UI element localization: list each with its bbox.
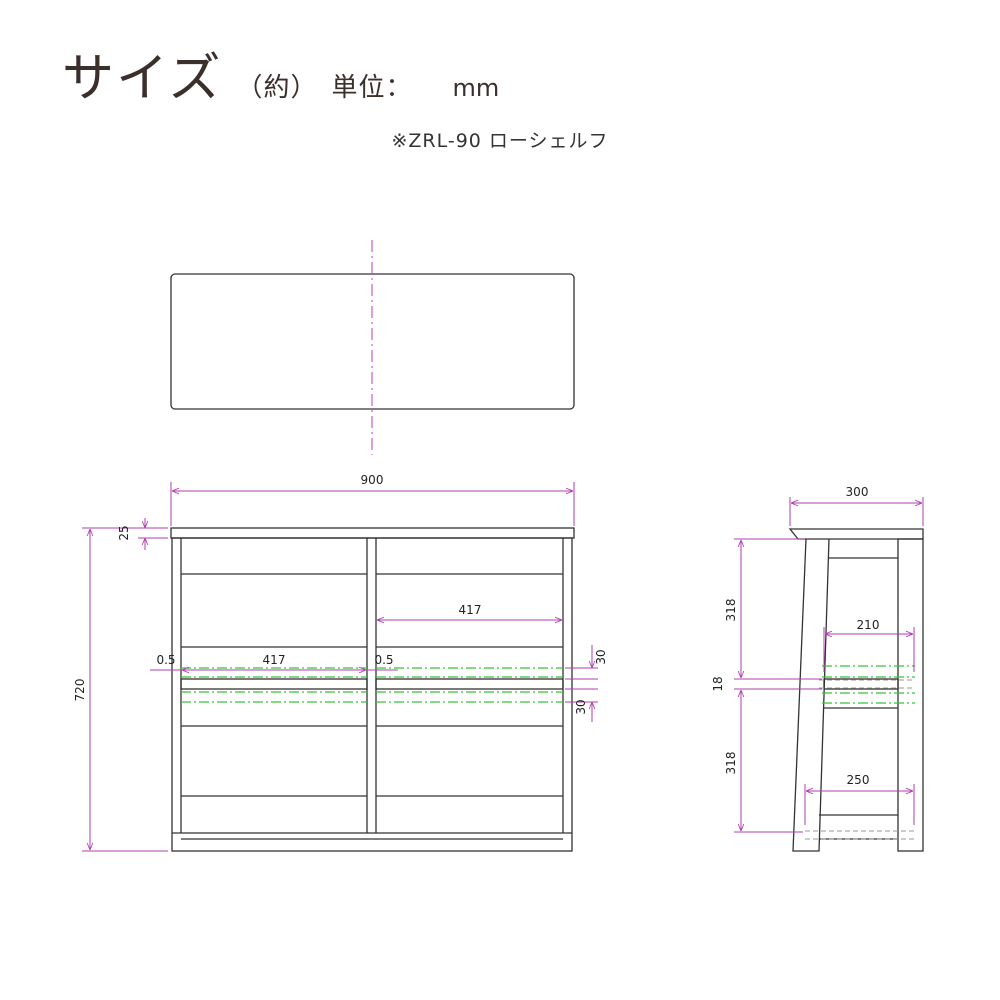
label-gap-right: 0.5 [374, 653, 393, 667]
front-body [171, 537, 573, 852]
front-view [170, 527, 575, 852]
side-shelf-upper [823, 678, 899, 690]
page-title: サイズ （約） 単位： mm [62, 36, 499, 111]
side-back-panel [897, 538, 924, 852]
model-name: ※ZRL-90 ローシェルフ [391, 130, 609, 152]
side-front-leg [792, 538, 830, 852]
label-inner-width-left: 417 [263, 653, 286, 667]
title-unit: mm [452, 74, 500, 102]
side-adjust-lines [822, 665, 915, 704]
label-upper-shelf-depth: 210 [857, 618, 880, 632]
label-top-thickness: 25 [117, 525, 131, 540]
label-gap-left: 0.5 [156, 653, 175, 667]
label-lower-shelf-depth: 250 [847, 773, 870, 787]
title-size: サイズ [62, 49, 223, 109]
label-height: 720 [73, 679, 87, 702]
front-shelf-left [180, 678, 368, 690]
label-width: 900 [361, 473, 384, 487]
label-shelf-thickness: 18 [711, 676, 725, 691]
side-hidden-lines [805, 679, 915, 840]
front-adjust-lines [181, 667, 563, 703]
label-lower-height: 318 [724, 752, 738, 775]
front-shelf-right [375, 678, 564, 690]
front-top-board [170, 527, 575, 539]
side-top-board [788, 528, 924, 540]
label-pitch-upper: 30 [594, 649, 608, 664]
label-upper-height: 318 [724, 599, 738, 622]
top-view [170, 240, 575, 455]
title-approx: （約） [236, 73, 318, 103]
label-inner-width-right: 417 [459, 603, 482, 617]
side-dimensions [734, 497, 924, 833]
front-dimensions [82, 482, 598, 852]
side-view [788, 528, 924, 852]
label-pitch-lower: 30 [574, 699, 588, 714]
title-unit-label: 単位： [331, 73, 413, 103]
label-depth: 300 [846, 485, 869, 499]
